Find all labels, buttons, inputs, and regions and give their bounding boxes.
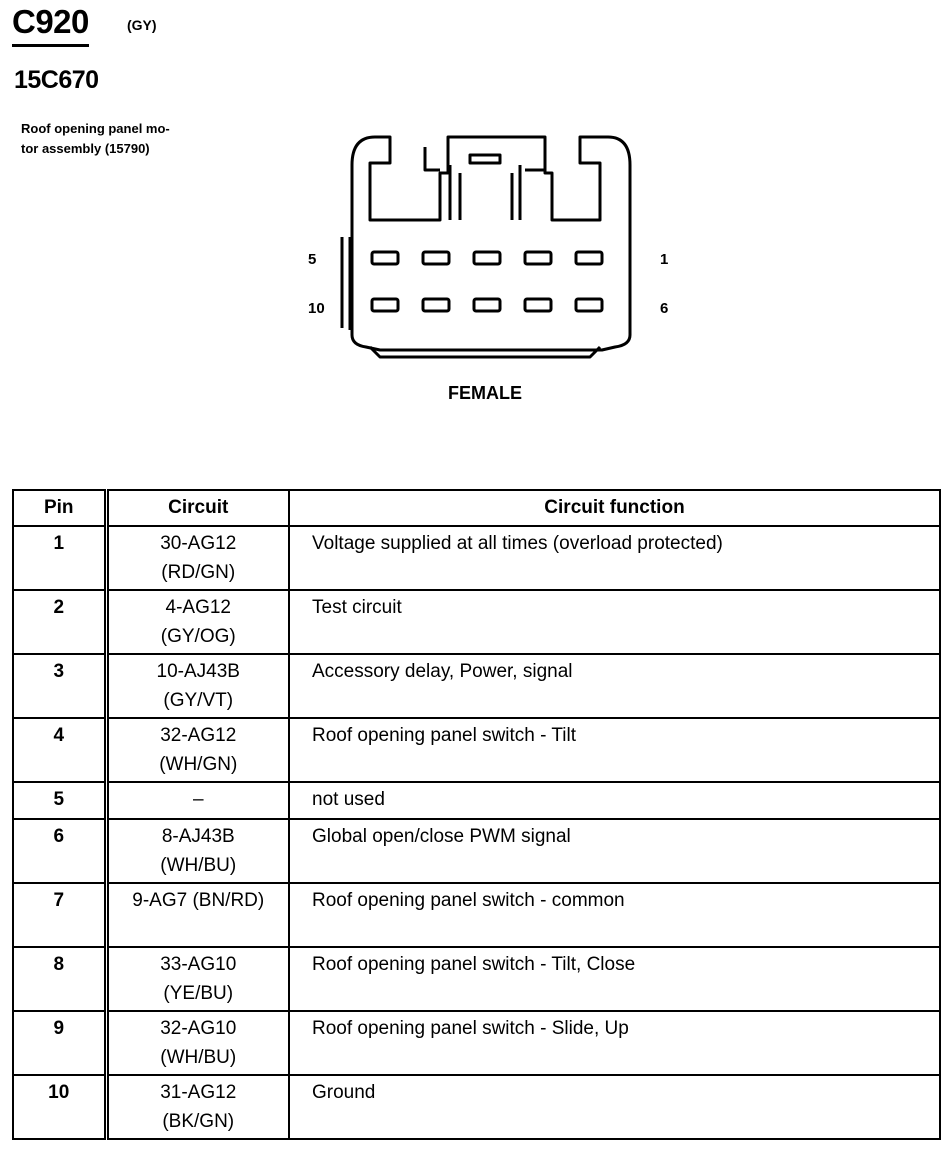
- connector-color-code: (GY): [127, 17, 157, 33]
- component-description: Roof opening panel mo- tor assembly (157…: [21, 121, 170, 156]
- pin-cavity-9: [421, 297, 451, 313]
- pin-label-top-left: 5: [308, 251, 316, 268]
- cell-function: Test circuit: [288, 589, 941, 655]
- pin-cavity-4: [421, 250, 451, 266]
- connector-keyway: [458, 173, 514, 220]
- cell-pin: 10: [12, 1074, 109, 1140]
- cell-pin: 2: [12, 589, 109, 655]
- cell-function: Ground: [288, 1074, 941, 1140]
- cell-pin: 5: [12, 781, 109, 820]
- cell-pin: 9: [12, 1010, 109, 1076]
- cell-function: Voltage supplied at all times (overload …: [288, 525, 941, 591]
- pin-cavity-2: [523, 250, 553, 266]
- pin-cavity-10: [370, 297, 400, 313]
- cell-function: Roof opening panel switch - Tilt: [288, 717, 941, 783]
- table-row: 5–not used: [12, 781, 941, 820]
- pin-cavity-7: [523, 297, 553, 313]
- cell-circuit: 32-AG10 (WH/BU): [105, 1010, 290, 1076]
- part-number: 15C670: [14, 66, 99, 94]
- table-header-row: Pin Circuit Circuit function: [12, 489, 941, 527]
- connector-shell-outline: [350, 135, 632, 352]
- cell-circuit: 32-AG12 (WH/GN): [105, 717, 290, 783]
- pin-cavity-1: [574, 250, 604, 266]
- pin-label-top-right: 1: [660, 251, 668, 268]
- cell-circuit: –: [105, 781, 290, 820]
- cell-function: Roof opening panel switch - Tilt, Close: [288, 946, 941, 1012]
- cell-function: Roof opening panel switch - Slide, Up: [288, 1010, 941, 1076]
- cell-function: Roof opening panel switch - common: [288, 882, 941, 948]
- connector-latch: [423, 147, 547, 220]
- cell-pin: 8: [12, 946, 109, 1012]
- cell-pin: 4: [12, 717, 109, 783]
- cell-circuit: 33-AG10 (YE/BU): [105, 946, 290, 1012]
- cell-circuit: 4-AG12 (GY/OG): [105, 589, 290, 655]
- header-circuit: Circuit: [105, 489, 290, 527]
- pin-label-bottom-left: 10: [308, 300, 325, 317]
- connector-inner-face: [340, 237, 632, 330]
- pin-cavity-8: [472, 297, 502, 313]
- cell-function: Accessory delay, Power, signal: [288, 653, 941, 719]
- pin-label-bottom-right: 6: [660, 300, 668, 317]
- connector-face-diagram: 5 1 10 6: [308, 135, 668, 359]
- cell-pin: 1: [12, 525, 109, 591]
- pin-cavity-5: [370, 250, 400, 266]
- connector-id: C920: [12, 2, 89, 47]
- cell-circuit: 10-AJ43B (GY/VT): [105, 653, 290, 719]
- cell-pin: 7: [12, 882, 109, 948]
- cell-function: Global open/close PWM signal: [288, 818, 941, 884]
- cell-circuit: 8-AJ43B (WH/BU): [105, 818, 290, 884]
- cell-circuit: 9-AG7 (BN/RD): [105, 882, 290, 948]
- connector-gender-label: FEMALE: [448, 383, 522, 403]
- header-pin: Pin: [12, 489, 109, 527]
- cell-pin: 6: [12, 818, 109, 884]
- cell-pin: 3: [12, 653, 109, 719]
- pin-cavity-6: [574, 297, 604, 313]
- cell-circuit: 31-AG12 (BK/GN): [105, 1074, 290, 1140]
- connector-base-lip: [368, 345, 602, 359]
- cell-circuit: 30-AG12 (RD/GN): [105, 525, 290, 591]
- pin-cavity-3: [472, 250, 502, 266]
- header-function: Circuit function: [288, 489, 941, 527]
- cell-function: not used: [288, 781, 941, 820]
